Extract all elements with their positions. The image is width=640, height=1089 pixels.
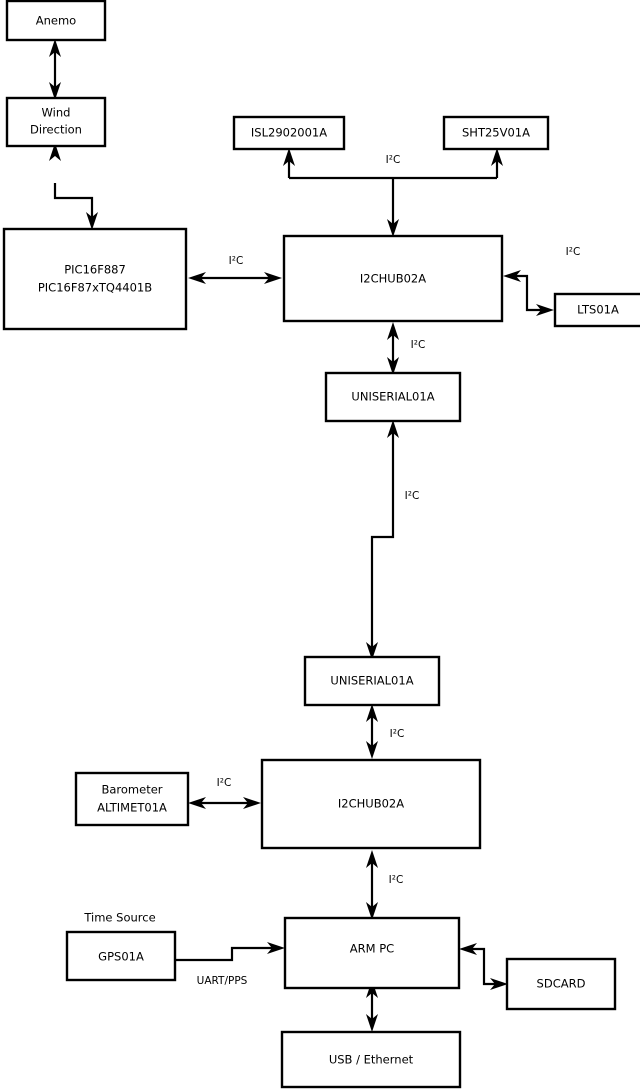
node-gps01a-label: GPS01A — [98, 950, 144, 964]
arrow-head-down — [86, 212, 98, 230]
edge-anemo-winddirection — [49, 39, 61, 100]
edge-hubtop-lts: I²C — [503, 246, 580, 316]
node-lts01a-label: LTS01A — [577, 303, 619, 317]
arrow-head-up-sht — [491, 148, 503, 166]
arrow-head-up — [366, 850, 378, 868]
node-sdcard-box[interactable] — [505, 957, 617, 1011]
edge-label-barometer-hub: I²C — [217, 777, 232, 789]
arrow-head-down — [366, 642, 378, 660]
arrow-head-right-lts — [536, 304, 554, 316]
edge-barometer-hubbottom: I²C — [188, 777, 261, 809]
edge-armpc-sdcard — [459, 943, 508, 990]
node-pic-box[interactable] — [2, 227, 188, 331]
node-pic-label-line1: PIC16F887 — [64, 263, 126, 277]
edge-label-uniserial2-hub: I²C — [390, 728, 405, 740]
arrow-head-right — [264, 272, 282, 284]
arrow-head-right — [243, 797, 261, 809]
node-wind-direction-box[interactable] — [5, 96, 107, 148]
edge-label-hub-uniserial1: I²C — [411, 339, 426, 351]
arrow-head-left-hub — [503, 270, 521, 282]
edge-gps-armpc: UART/PPS — [175, 942, 285, 987]
arrow-head-up — [366, 704, 378, 722]
arrow-head-up — [49, 39, 61, 57]
edge-label-gps-armpc: UART/PPS — [197, 975, 248, 987]
node-anemo-box[interactable] — [5, 0, 107, 42]
node-uniserial01a-upper-label: UNISERIAL01A — [351, 390, 434, 404]
node-uniserial01a-lower[interactable]: UNISERIAL01A — [303, 655, 441, 707]
arrow-head-left — [188, 797, 206, 809]
node-barometer-label-line2: ALTIMET01A — [97, 801, 167, 815]
edge-label-hub-lts: I²C — [566, 246, 581, 258]
node-sdcard-label: SDCARD — [537, 977, 586, 991]
node-arm-pc-box[interactable] — [283, 916, 461, 990]
node-wind-direction-label-line2: Direction — [30, 123, 82, 137]
node-sht25v01a-box[interactable] — [442, 115, 550, 151]
arrow-head-right-sdcard — [490, 978, 508, 990]
arrow-head-right — [267, 942, 285, 954]
edge-hubtop-sensors-bus: I²C — [283, 148, 503, 237]
edge-label-hub-armpc: I²C — [389, 874, 404, 886]
node-wind-direction[interactable]: Wind Direction — [5, 96, 107, 148]
arrow-head-up — [387, 322, 399, 340]
node-barometer-box[interactable] — [74, 771, 190, 827]
node-i2chub02a-bottom-label: I2CHUB02A — [338, 797, 404, 811]
node-sdcard[interactable]: SDCARD — [505, 957, 617, 1011]
node-uniserial01a-upper-box[interactable] — [324, 371, 462, 423]
arrow-head-left-armpc — [459, 943, 477, 955]
node-sht25v01a[interactable]: SHT25V01A — [442, 115, 550, 151]
node-arm-pc[interactable]: ARM PC — [283, 916, 461, 990]
arrow-head-down-hub — [387, 219, 399, 237]
node-barometer-label-line1: Barometer — [101, 783, 162, 797]
arrow-head-down — [387, 357, 399, 375]
arrow-head-up — [387, 420, 399, 438]
node-usb-ethernet-box[interactable] — [280, 1030, 462, 1089]
node-barometer[interactable]: Barometer ALTIMET01A — [74, 771, 190, 827]
node-isl2902001a-label: ISL2902001A — [251, 126, 327, 140]
edge-label-uniserial-link: I²C — [405, 490, 420, 502]
arrow-head-down — [366, 741, 378, 759]
node-isl2902001a[interactable]: ISL2902001A — [232, 115, 346, 151]
arrow-head-down — [366, 1014, 378, 1032]
edge-hubtop-uniserial1: I²C — [387, 322, 425, 375]
edge-label-sensors-bus: I²C — [386, 154, 401, 166]
node-uniserial01a-lower-box[interactable] — [303, 655, 441, 707]
node-uniserial01a-upper[interactable]: UNISERIAL01A — [324, 371, 462, 423]
arrow-head-down — [366, 902, 378, 920]
node-i2chub02a-top-box[interactable] — [282, 234, 504, 323]
node-lts01a[interactable]: LTS01A — [553, 292, 640, 328]
node-sht25v01a-label: SHT25V01A — [462, 126, 530, 140]
arrow-head-up-isl — [283, 148, 295, 166]
edge-pic-hubtop: I²C — [188, 255, 282, 284]
node-uniserial01a-lower-label: UNISERIAL01A — [330, 674, 413, 688]
node-lts01a-box[interactable] — [553, 292, 640, 328]
edge-hubbottom-armpc: I²C — [366, 850, 403, 920]
node-i2chub02a-top[interactable]: I2CHUB02A — [282, 234, 504, 323]
node-arm-pc-label: ARM PC — [350, 942, 394, 956]
node-wind-direction-label-line1: Wind — [42, 106, 71, 120]
node-i2chub02a-bottom[interactable]: I2CHUB02A — [260, 758, 482, 850]
node-anemo[interactable]: Anemo — [5, 0, 107, 42]
node-anemo-label: Anemo — [36, 14, 76, 28]
edge-winddirection-pic — [49, 143, 98, 230]
arrow-head-up — [49, 143, 61, 161]
node-i2chub02a-bottom-box[interactable] — [260, 758, 482, 850]
arrow-head-left — [188, 272, 206, 284]
node-isl2902001a-box[interactable] — [232, 115, 346, 151]
node-gps01a[interactable]: GPS01A — [65, 930, 177, 982]
node-i2chub02a-top-label: I2CHUB02A — [360, 272, 426, 286]
label-time-source: Time Source — [83, 911, 155, 925]
node-pic-label-line2: PIC16F87xTQ4401B — [38, 281, 152, 295]
arrow-head-down — [49, 82, 61, 100]
edge-label-pic-hub: I²C — [229, 255, 244, 267]
node-usb-ethernet-label: USB / Ethernet — [329, 1053, 414, 1067]
edge-uniserial1-uniserial2: I²C — [366, 420, 419, 660]
node-pic[interactable]: PIC16F887 PIC16F87xTQ4401B — [2, 227, 188, 331]
node-usb-ethernet[interactable]: USB / Ethernet — [280, 1030, 462, 1089]
edge-uniserial2-hubbottom: I²C — [366, 704, 404, 759]
node-gps01a-box[interactable] — [65, 930, 177, 982]
